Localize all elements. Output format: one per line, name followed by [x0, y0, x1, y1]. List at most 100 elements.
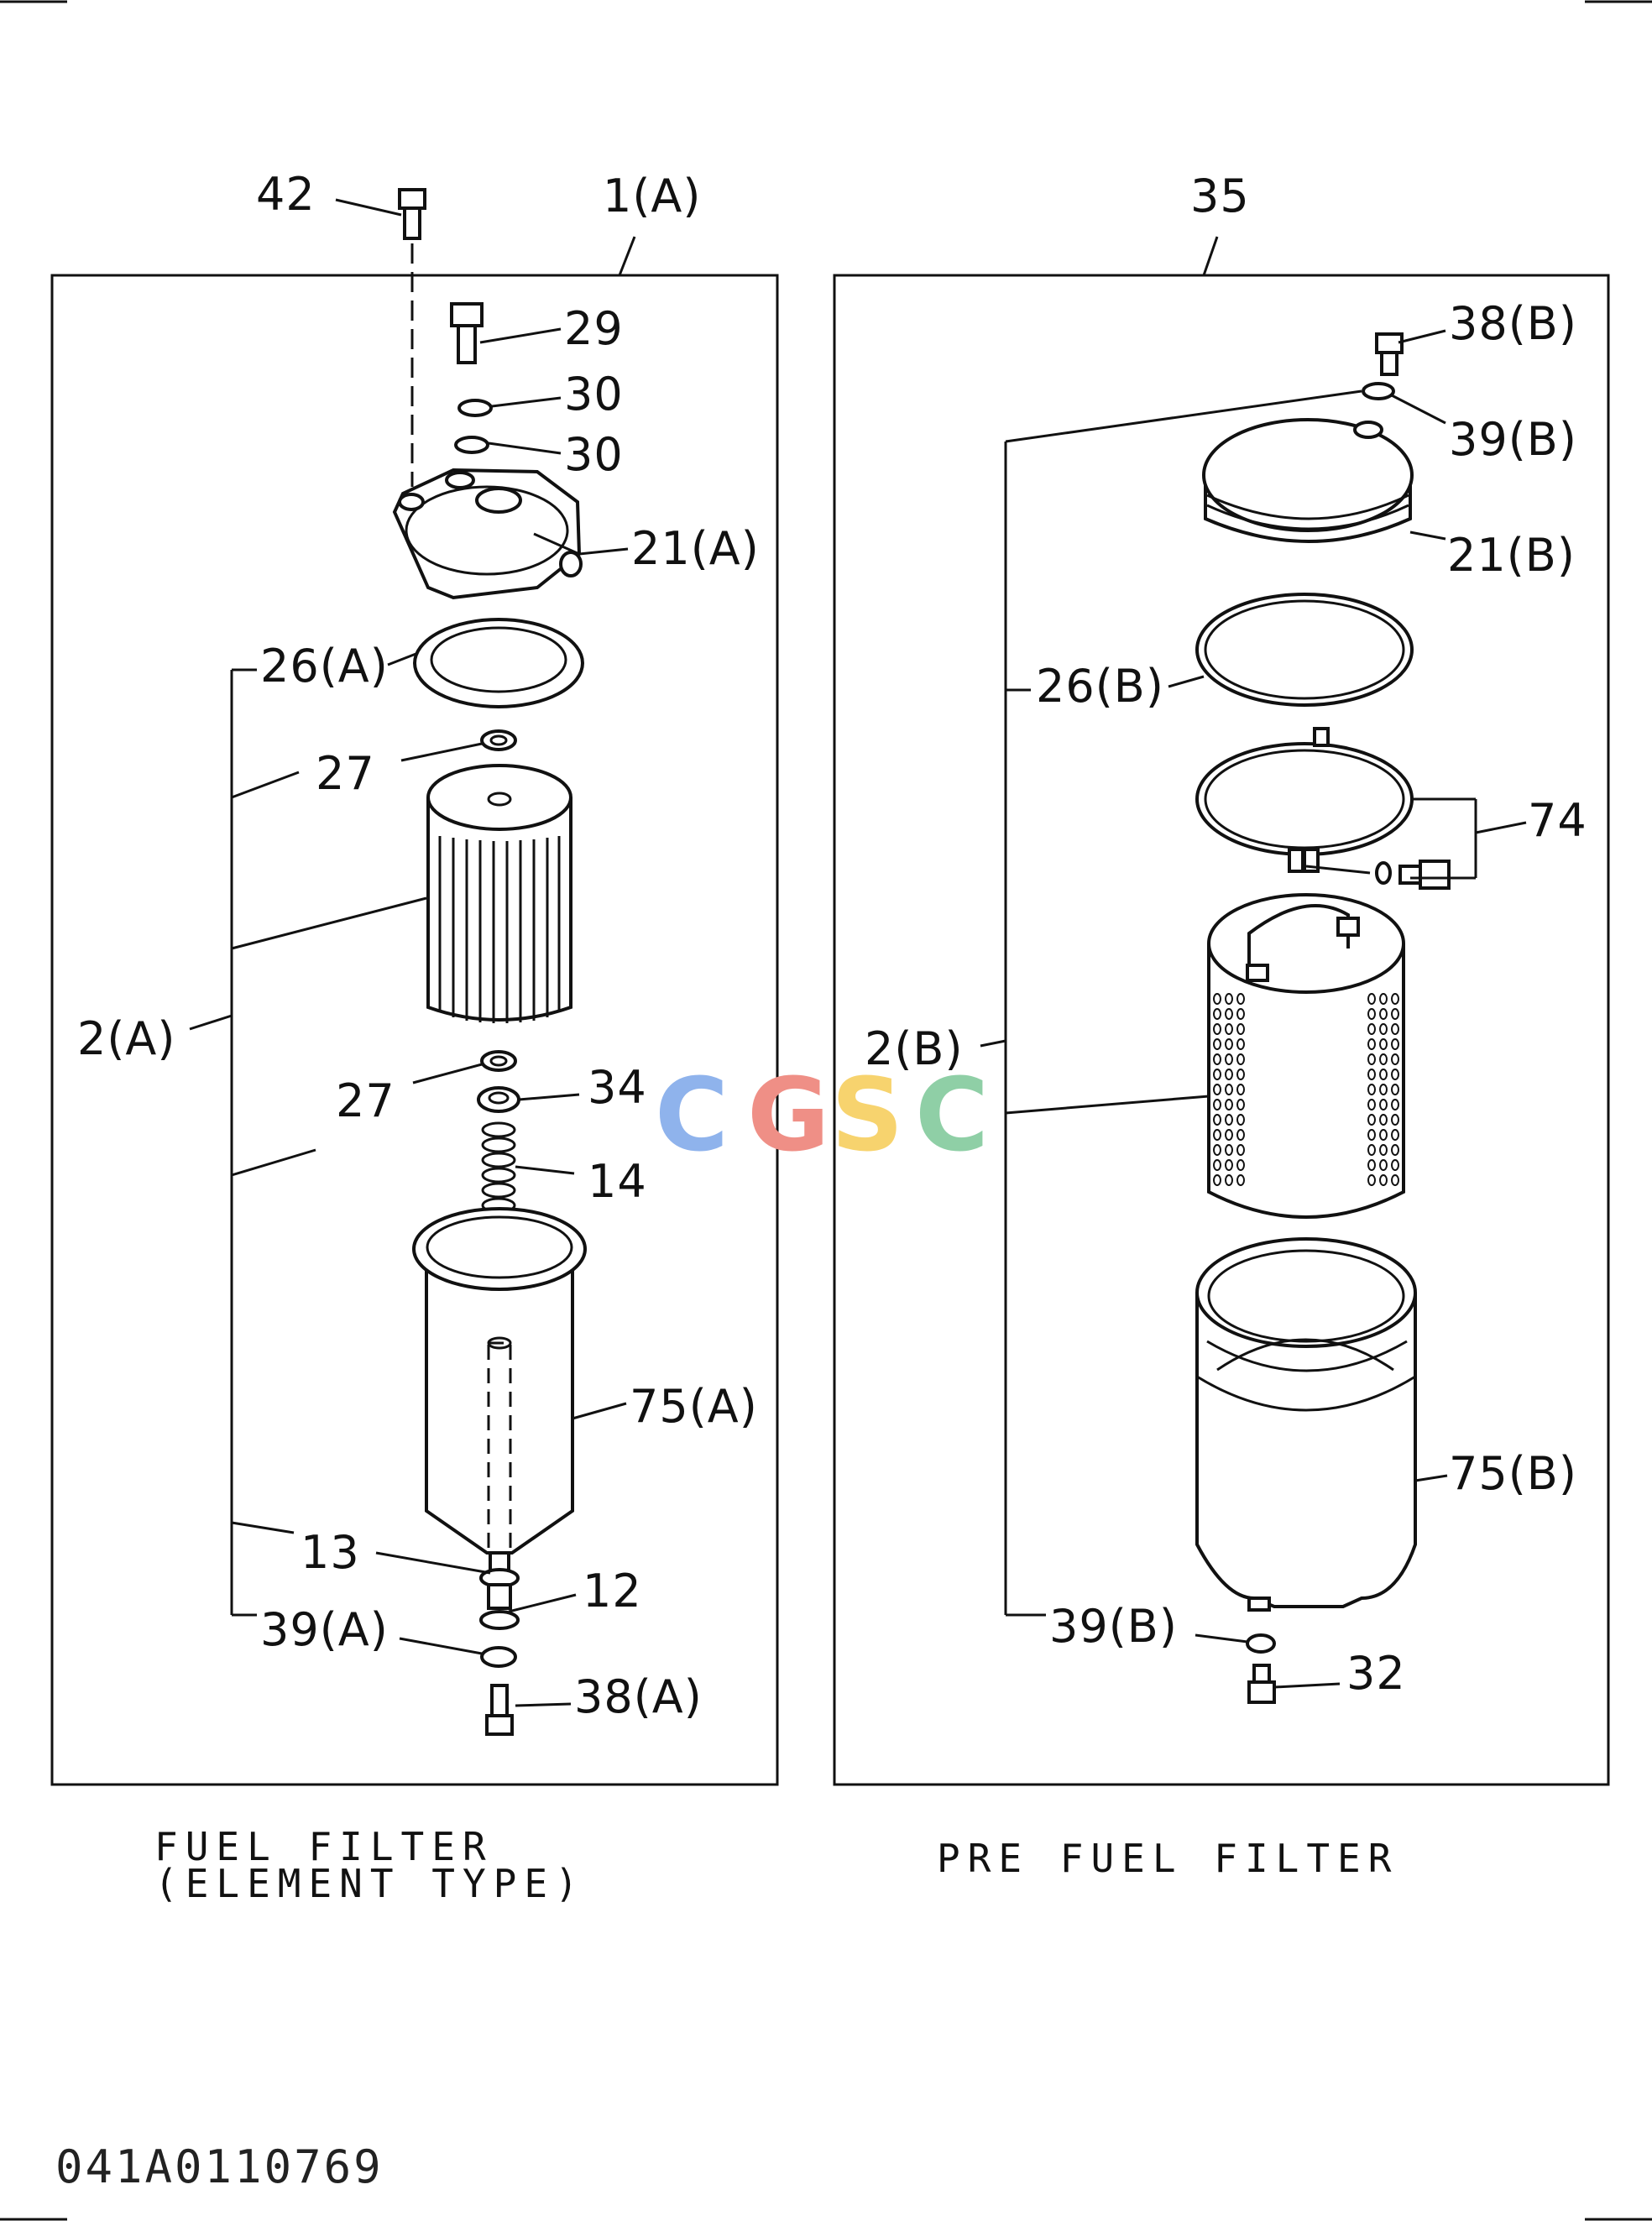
strainer-holes	[1213, 993, 1399, 1186]
strainer-hole	[1391, 1174, 1399, 1186]
fuel-filter-caption: FUEL FILTER	[154, 1824, 494, 1869]
strainer-hole	[1213, 1129, 1221, 1141]
part-39b-washer	[1362, 382, 1395, 400]
callout-29: 29	[564, 302, 624, 355]
part-27-gasket	[480, 1050, 517, 1072]
strainer-hole	[1236, 1159, 1245, 1171]
pre-fuel-filter-caption: PRE FUEL FILTER	[937, 1836, 1398, 1881]
watermark-letter-s: S	[831, 1058, 903, 1174]
strainer-hole	[1236, 1053, 1245, 1065]
part-26b-o-ring	[1195, 593, 1414, 707]
part-27-gasket	[480, 729, 517, 751]
part-14-spring	[481, 1121, 516, 1214]
strainer-hole	[1236, 1023, 1245, 1035]
strainer-hole	[1213, 1053, 1221, 1065]
callout-30: 30	[564, 368, 624, 421]
strainer-hole	[1236, 993, 1245, 1005]
callout-39b: 39(B)	[1449, 413, 1577, 466]
drawing-code: 041A0110769	[55, 2140, 384, 2193]
part-29-bolt	[450, 302, 484, 364]
callout-38a: 38(A)	[574, 1670, 703, 1723]
strainer-hole	[1367, 1069, 1376, 1080]
part-30-washer	[457, 399, 493, 417]
strainer-hole	[1391, 1144, 1399, 1156]
strainer-hole	[1391, 1038, 1399, 1050]
watermark-letter-c: C	[915, 1058, 989, 1174]
left-panel-frame	[50, 274, 779, 1786]
strainer-hole	[1213, 1023, 1221, 1035]
strainer-hole	[1379, 1023, 1388, 1035]
strainer-hole	[1379, 1129, 1388, 1141]
part-75a-filter-bowl	[412, 1207, 587, 1555]
element-type-caption: (ELEMENT TYPE)	[154, 1861, 586, 1906]
strainer-hole	[1225, 1038, 1233, 1050]
strainer-hole	[1225, 1099, 1233, 1110]
callout-1a: 1(A)	[603, 170, 701, 222]
strainer-hole	[1225, 1069, 1233, 1080]
strainer-hole	[1367, 1008, 1376, 1020]
strainer-hole	[1225, 1174, 1233, 1186]
callout-34: 34	[588, 1061, 647, 1114]
strainer-hole	[1225, 993, 1233, 1005]
strainer-hole	[1379, 1159, 1388, 1171]
strainer-hole	[1225, 1053, 1233, 1065]
strainer-hole	[1367, 993, 1376, 1005]
strainer-hole	[1367, 1114, 1376, 1126]
callout-39b: 39(B)	[1049, 1600, 1178, 1653]
strainer-hole	[1391, 1008, 1399, 1020]
strainer-hole	[1391, 1069, 1399, 1080]
callout-75a: 75(A)	[630, 1380, 758, 1433]
strainer-hole	[1391, 1099, 1399, 1110]
left-callouts: 42 1(A) 29 30 30 21(A) 26(A) 27 2(A) 27 …	[77, 168, 759, 1723]
watermark-letter-c: C	[655, 1058, 729, 1174]
strainer-hole	[1391, 1053, 1399, 1065]
strainer-hole	[1236, 1099, 1245, 1110]
bracket-2a	[189, 668, 427, 1617]
right-leader-lines	[1168, 236, 1527, 1689]
strainer-hole	[1213, 1174, 1221, 1186]
strainer-hole	[1379, 1114, 1388, 1126]
strainer-hole	[1367, 1023, 1376, 1035]
callout-13: 13	[301, 1526, 360, 1579]
part-21b-cover	[1202, 418, 1414, 543]
callout-26a: 26(A)	[260, 640, 389, 692]
strainer-hole	[1379, 1099, 1388, 1110]
callout-38b: 38(B)	[1449, 297, 1577, 350]
part-74-clamp-band	[1195, 727, 1451, 890]
strainer-hole	[1225, 1159, 1233, 1171]
strainer-hole	[1367, 1144, 1376, 1156]
strainer-hole	[1213, 1008, 1221, 1020]
strainer-hole	[1367, 1084, 1376, 1095]
strainer-hole	[1236, 1129, 1245, 1141]
strainer-hole	[1236, 1084, 1245, 1095]
strainer-hole	[1236, 1114, 1245, 1126]
strainer-hole	[1367, 1174, 1376, 1186]
part-38a-bolt	[485, 1684, 514, 1736]
strainer-hole	[1225, 1129, 1233, 1141]
strainer-hole	[1379, 1038, 1388, 1050]
part-75b-bowl	[1195, 1237, 1417, 1612]
strainer-hole	[1236, 1069, 1245, 1080]
strainer-hole	[1213, 1099, 1221, 1110]
strainer-hole	[1213, 1084, 1221, 1095]
strainer-hole	[1367, 1099, 1376, 1110]
fuel-filter-panel: 42 1(A) 29 30 30 21(A) 26(A) 27 2(A) 27 …	[50, 168, 779, 1906]
strainer-hole	[1367, 1159, 1376, 1171]
strainer-hole	[1379, 1144, 1388, 1156]
bracket-2b	[980, 389, 1362, 1617]
strainer-hole	[1213, 993, 1221, 1005]
strainer-hole	[1379, 993, 1388, 1005]
part-26a-o-ring	[413, 618, 584, 708]
pre-fuel-filter-panel: 35 38(B) 39(B) 21(B) 26(B) 74 2(B) 75(B)…	[833, 170, 1610, 1881]
strainer-hole	[1225, 1008, 1233, 1020]
strainer-hole	[1213, 1144, 1221, 1156]
strainer-hole	[1225, 1084, 1233, 1095]
callout-75b: 75(B)	[1449, 1447, 1577, 1500]
strainer-hole	[1379, 1069, 1388, 1080]
strainer-hole	[1236, 1038, 1245, 1050]
strainer-hole	[1236, 1174, 1245, 1186]
left-leader-lines	[335, 198, 636, 1707]
right-callouts: 35 38(B) 39(B) 21(B) 26(B) 74 2(B) 75(B)…	[865, 170, 1587, 1700]
